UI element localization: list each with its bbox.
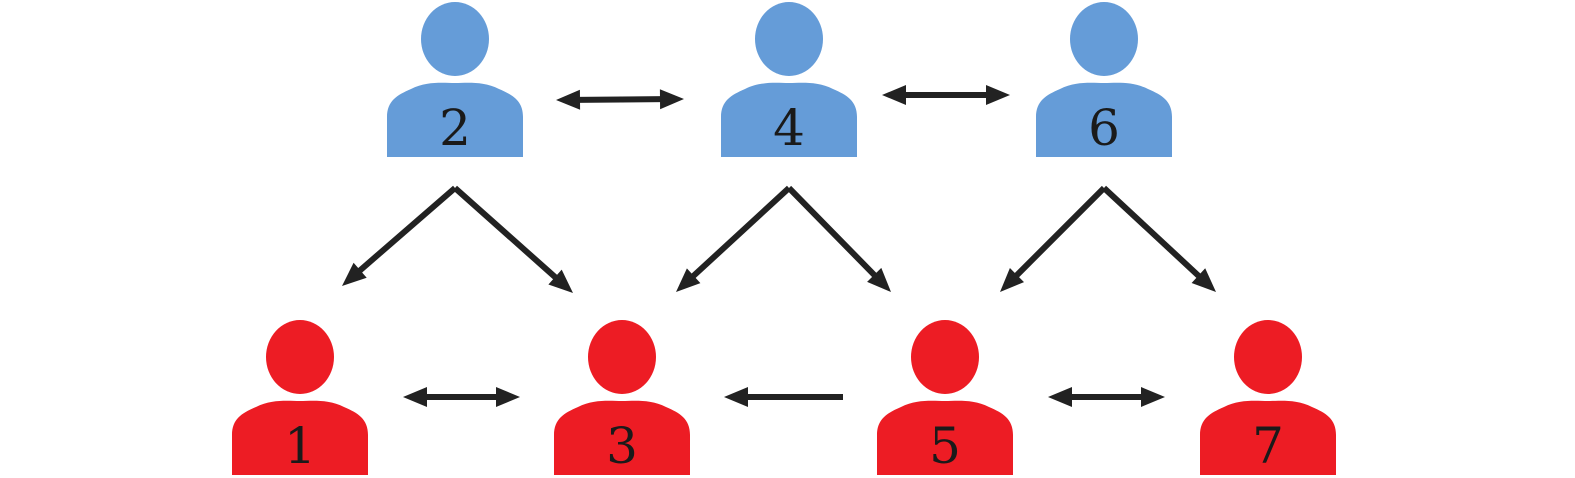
person-label: 4 — [773, 99, 805, 157]
person-label: 5 — [929, 417, 961, 475]
arrow-head-icon — [1141, 387, 1165, 407]
person-head-icon — [1070, 2, 1138, 76]
arrow-head-icon — [556, 89, 581, 110]
arrow-2-to-3 — [453, 185, 573, 293]
arrow-head-icon — [1048, 387, 1072, 407]
arrow-shaft — [690, 185, 792, 280]
arrow-1-to-3 — [403, 387, 520, 407]
arrow-head-icon — [724, 387, 748, 407]
person-5: 5 — [877, 320, 1013, 475]
arrow-shaft — [577, 96, 663, 103]
person-4: 4 — [721, 2, 857, 157]
arrow-head-icon — [403, 387, 427, 407]
person-body-icon — [721, 82, 857, 157]
person-3: 3 — [554, 320, 690, 475]
person-body-icon — [1200, 400, 1336, 475]
person-body-icon — [877, 400, 1013, 475]
person-body-icon — [387, 82, 523, 157]
person-7: 7 — [1200, 320, 1336, 475]
people-layer: 2 4 6 1 3 5 7 — [232, 2, 1336, 475]
person-body-icon — [554, 400, 690, 475]
arrow-5-to-3 — [724, 387, 843, 407]
arrow-head-icon — [659, 89, 684, 110]
person-label: 3 — [606, 417, 638, 475]
arrow-head-icon — [548, 269, 573, 293]
arrow-head-icon — [882, 85, 906, 105]
arrow-6-to-5 — [1000, 185, 1107, 292]
arrow-head-icon — [496, 387, 520, 407]
arrow-shaft — [1101, 185, 1202, 280]
arrow-head-icon — [1000, 268, 1024, 292]
person-1: 1 — [232, 320, 368, 475]
arrow-head-icon — [342, 262, 367, 286]
arrow-2-to-4 — [556, 89, 684, 110]
person-6: 6 — [1036, 2, 1172, 157]
arrow-head-icon — [676, 268, 701, 292]
arrow-head-icon — [1191, 268, 1216, 292]
arrow-4-to-5 — [786, 185, 891, 292]
person-2: 2 — [387, 2, 523, 157]
arrow-6-to-7 — [1101, 185, 1216, 292]
person-label: 7 — [1252, 417, 1284, 475]
person-head-icon — [755, 2, 823, 76]
arrow-head-icon — [986, 85, 1010, 105]
arrow-4-to-6 — [882, 85, 1010, 105]
arrow-head-icon — [867, 267, 891, 292]
arrow-shaft — [356, 185, 457, 274]
arrow-shaft — [1013, 185, 1107, 279]
arrow-shaft — [453, 185, 559, 281]
person-head-icon — [1234, 320, 1302, 394]
person-head-icon — [421, 2, 489, 76]
arrow-2-to-1 — [342, 185, 457, 286]
arrow-5-to-7 — [1048, 387, 1165, 407]
person-body-icon — [1036, 82, 1172, 157]
person-label: 6 — [1088, 99, 1120, 157]
person-label: 1 — [284, 417, 316, 475]
person-body-icon — [232, 400, 368, 475]
person-head-icon — [911, 320, 979, 394]
arrow-4-to-3 — [676, 185, 792, 292]
person-head-icon — [266, 320, 334, 394]
arrow-shaft — [786, 185, 878, 279]
person-head-icon — [588, 320, 656, 394]
arrows-layer — [342, 85, 1216, 407]
person-label: 2 — [439, 99, 471, 157]
